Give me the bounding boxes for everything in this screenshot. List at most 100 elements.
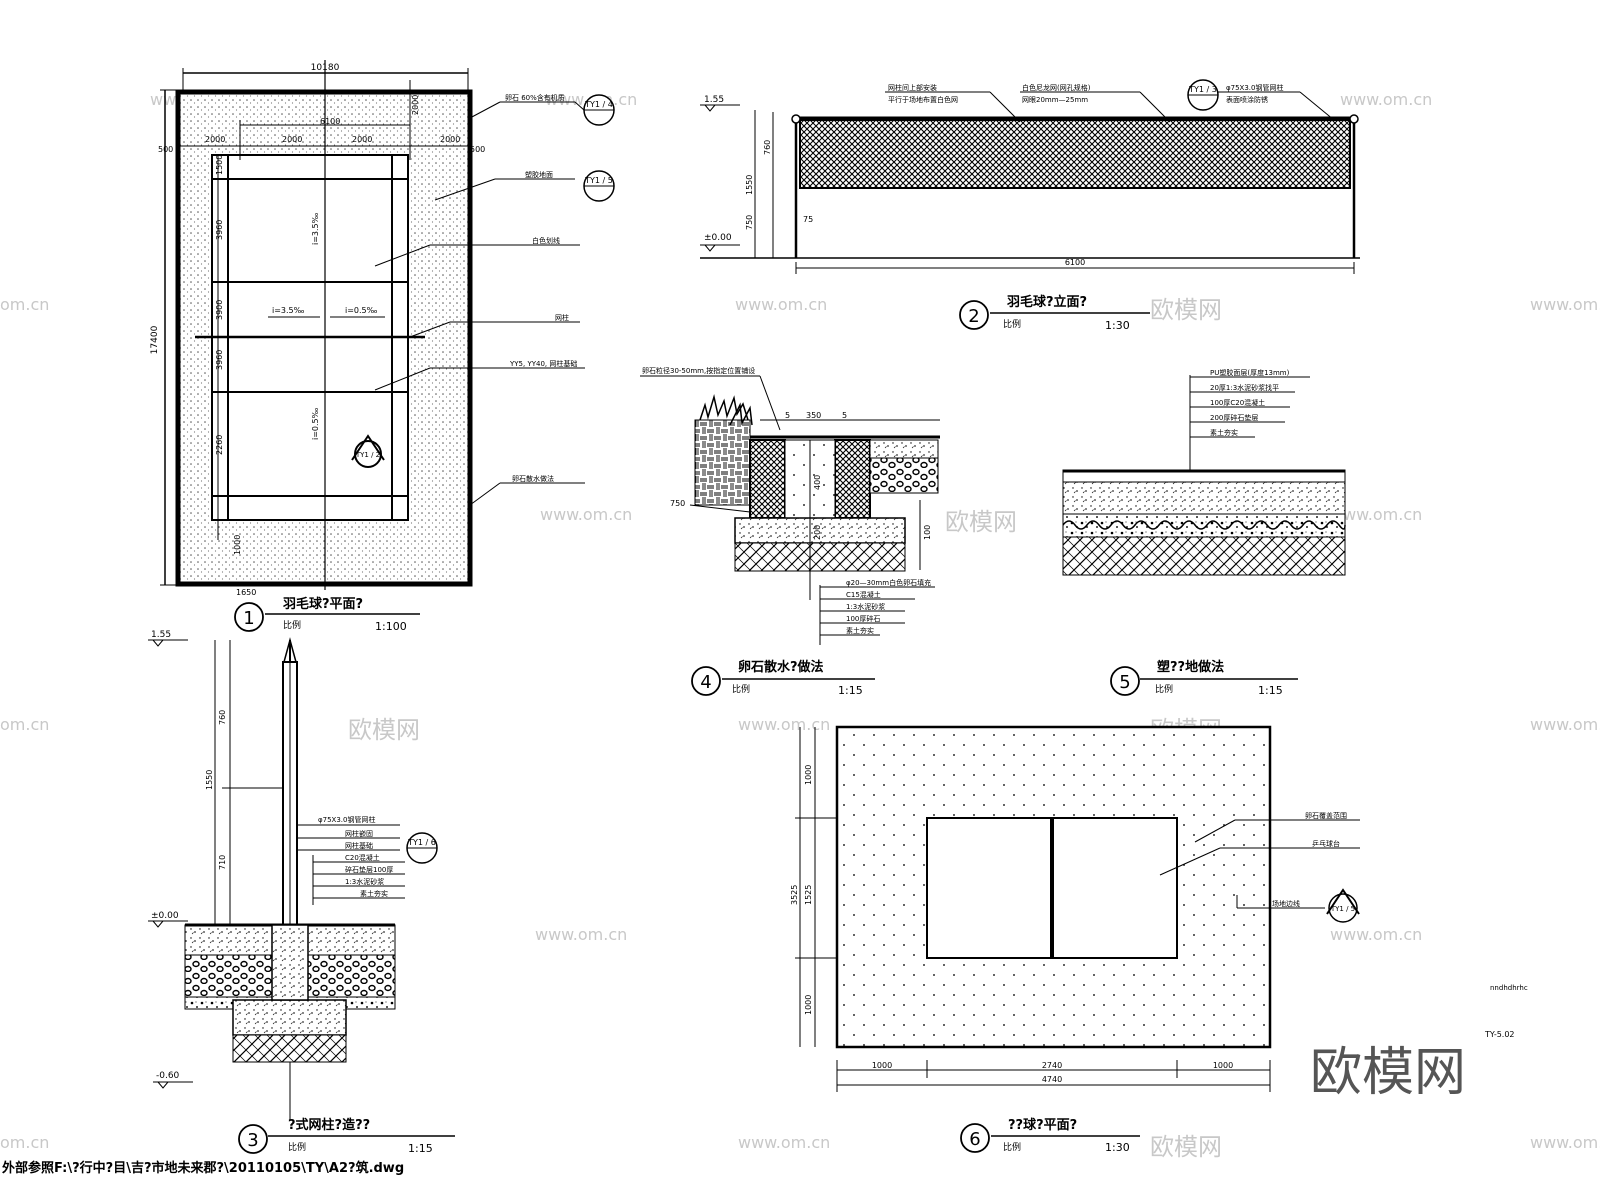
- svg-text:2260: 2260: [215, 435, 224, 455]
- svg-text:5: 5: [785, 411, 790, 420]
- svg-text:2000: 2000: [205, 135, 225, 144]
- svg-text:3960: 3960: [215, 350, 224, 370]
- svg-text:350: 350: [806, 411, 821, 420]
- svg-text:碎石垫层100厚: 碎石垫层100厚: [345, 865, 393, 874]
- svg-text:www.om.cn: www.om.cn: [1530, 1133, 1600, 1152]
- sheet-code: TY-5.02: [1484, 1030, 1515, 1039]
- svg-text:710: 710: [218, 855, 227, 870]
- svg-text:TY1 / 6: TY1 / 6: [407, 838, 436, 847]
- svg-text:www.om.cn: www.om.cn: [1530, 295, 1600, 314]
- detail-2-title-block: 2 羽毛球?立面? 比例 1:30: [959, 294, 1150, 332]
- svg-text:±0.00: ±0.00: [704, 233, 732, 243]
- svg-text:i=0.5‰: i=0.5‰: [311, 407, 320, 440]
- svg-text:卵石散水做法: 卵石散水做法: [512, 474, 554, 483]
- detail-tag-icon: TY1 / 3: [1187, 79, 1219, 111]
- svg-text:1000: 1000: [233, 535, 242, 555]
- svg-text:比例: 比例: [1003, 318, 1021, 330]
- detail-5-title-block: 5 塑??地做法 比例 1:15: [1110, 659, 1298, 697]
- svg-text:i=3.5‰: i=3.5‰: [272, 306, 305, 315]
- svg-text:±0.00: ±0.00: [151, 911, 179, 921]
- svg-text:比例: 比例: [732, 683, 750, 695]
- svg-text:TY1 / 2: TY1 / 2: [355, 451, 380, 459]
- svg-text:www.om.cn: www.om.cn: [738, 715, 830, 734]
- detail-tag-icon: TY1 / 5: [583, 170, 615, 202]
- svg-text:平行于场地布置白色网: 平行于场地布置白色网: [888, 95, 958, 104]
- svg-text:白色划线: 白色划线: [532, 236, 560, 245]
- svg-text:i=0.5‰: i=0.5‰: [345, 306, 378, 315]
- detail-5-plastic-surface: PU塑胶面层(厚度13mm) 20厚1:3水泥砂浆找平 100厚C20混凝土 2…: [1062, 368, 1346, 697]
- svg-text:素土夯实: 素土夯实: [360, 889, 388, 898]
- svg-text:5: 5: [1119, 672, 1130, 693]
- svg-text:500: 500: [158, 145, 173, 154]
- svg-text:4: 4: [700, 672, 711, 693]
- svg-text:1:100: 1:100: [375, 620, 407, 633]
- svg-text:比例: 比例: [1155, 683, 1173, 695]
- svg-text:200厚碎石垫层: 200厚碎石垫层: [1210, 413, 1258, 422]
- svg-text:?式网柱?造??: ?式网柱?造??: [288, 1117, 370, 1133]
- svg-text:www.om.cn: www.om.cn: [1330, 925, 1422, 944]
- svg-text:C20混凝土: C20混凝土: [345, 853, 380, 862]
- svg-text:网柱嵌固: 网柱嵌固: [345, 829, 373, 838]
- svg-text:6: 6: [969, 1129, 980, 1150]
- svg-text:200: 200: [813, 525, 822, 540]
- footer-path: 外部参照F:\?行中?目\吉?市地未来郡?\20110105\TY\A2?筑.d…: [1, 1160, 404, 1176]
- detail-tag-icon: TY1 / 5: [1326, 888, 1360, 923]
- detail-tag-icon: TY1 / 6: [406, 832, 438, 864]
- watermark-layer: www.om.cn www.om.cn www.om.cn om.cn www.…: [0, 90, 1600, 1161]
- svg-text:75: 75: [803, 215, 813, 224]
- svg-text:比例: 比例: [1003, 1141, 1021, 1153]
- svg-text:750: 750: [670, 499, 685, 508]
- svg-text:乒乓球台: 乒乓球台: [1312, 839, 1340, 848]
- detail-6-title-block: 6 ??球?平面? 比例 1:30: [960, 1117, 1140, 1154]
- svg-text:白色尼龙网(网孔规格): 白色尼龙网(网孔规格): [1022, 83, 1091, 92]
- svg-text:5: 5: [842, 411, 847, 420]
- svg-text:www.om.cn: www.om.cn: [1330, 505, 1422, 524]
- svg-text:2000: 2000: [352, 135, 372, 144]
- svg-text:100厚C20混凝土: 100厚C20混凝土: [1210, 398, 1265, 407]
- svg-text:1.55: 1.55: [151, 630, 171, 640]
- svg-text:www.om.cn: www.om.cn: [738, 1133, 830, 1152]
- svg-text:1525: 1525: [804, 885, 813, 905]
- svg-text:羽毛球?立面?: 羽毛球?立面?: [1007, 294, 1087, 310]
- svg-text:400: 400: [813, 475, 822, 490]
- svg-text:表面喷涂防锈: 表面喷涂防锈: [1226, 95, 1268, 104]
- svg-text:1:30: 1:30: [1105, 319, 1130, 332]
- detail-2-badminton-elevation: 1.55 ±0.00 1550 760 750 75 6100 网柱间上部安装 …: [700, 79, 1360, 332]
- svg-text:1:15: 1:15: [1258, 684, 1283, 697]
- svg-text:om.cn: om.cn: [0, 295, 49, 314]
- svg-text:??球?平面?: ??球?平面?: [1008, 1117, 1077, 1133]
- svg-text:1000: 1000: [1213, 1061, 1233, 1070]
- svg-text:1550: 1550: [205, 770, 214, 790]
- svg-text:比例: 比例: [288, 1141, 306, 1153]
- svg-text:2740: 2740: [1042, 1061, 1062, 1070]
- svg-text:www.om.cn: www.om.cn: [1340, 90, 1432, 109]
- svg-text:3960: 3960: [215, 220, 224, 240]
- svg-text:欧模网: 欧模网: [348, 716, 420, 744]
- svg-text:欧模网: 欧模网: [945, 508, 1017, 536]
- svg-text:网柱间上部安装: 网柱间上部安装: [888, 83, 937, 92]
- det4-notes: φ20—30mm白色卵石填充 C15混凝土 1:3水泥砂浆 100厚碎石 素土夯…: [819, 578, 935, 645]
- svg-text:1000: 1000: [804, 765, 813, 785]
- detail-1-badminton-plan: 10180 17400 2000 2000 2000 6100 500 500 …: [150, 60, 615, 633]
- svg-text:素土夯实: 素土夯实: [846, 626, 874, 635]
- svg-text:1:3水泥砂浆: 1:3水泥砂浆: [846, 602, 885, 611]
- svg-text:3: 3: [247, 1130, 258, 1151]
- detail-4-title-block: 4 卵石散水?做法 比例 1:15: [691, 659, 875, 697]
- svg-text:φ75X3.0钢管网柱: φ75X3.0钢管网柱: [318, 815, 375, 824]
- detail-3-net-post: 1.55 ±0.00 -0.60 760 1550 710 φ75X3.0钢管网…: [148, 630, 455, 1155]
- svg-text:场地边线: 场地边线: [1272, 899, 1300, 908]
- svg-text:4740: 4740: [1042, 1075, 1062, 1084]
- svg-text:1000: 1000: [872, 1061, 892, 1070]
- overall-length-dim: 17400: [150, 325, 160, 354]
- svg-text:500: 500: [470, 145, 485, 154]
- svg-text:www.om.cn: www.om.cn: [735, 295, 827, 314]
- svg-text:-0.60: -0.60: [156, 1071, 180, 1081]
- svg-text:羽毛球?平面?: 羽毛球?平面?: [283, 596, 363, 612]
- svg-text:760: 760: [218, 710, 227, 725]
- svg-text:卵石 60%含有机质: 卵石 60%含有机质: [505, 93, 565, 102]
- svg-text:om.cn: om.cn: [0, 715, 49, 734]
- svg-text:2000: 2000: [411, 95, 420, 115]
- svg-text:网柱: 网柱: [555, 313, 569, 322]
- svg-text:100: 100: [923, 525, 932, 540]
- svg-text:PU塑胶面层(厚度13mm): PU塑胶面层(厚度13mm): [1210, 368, 1290, 377]
